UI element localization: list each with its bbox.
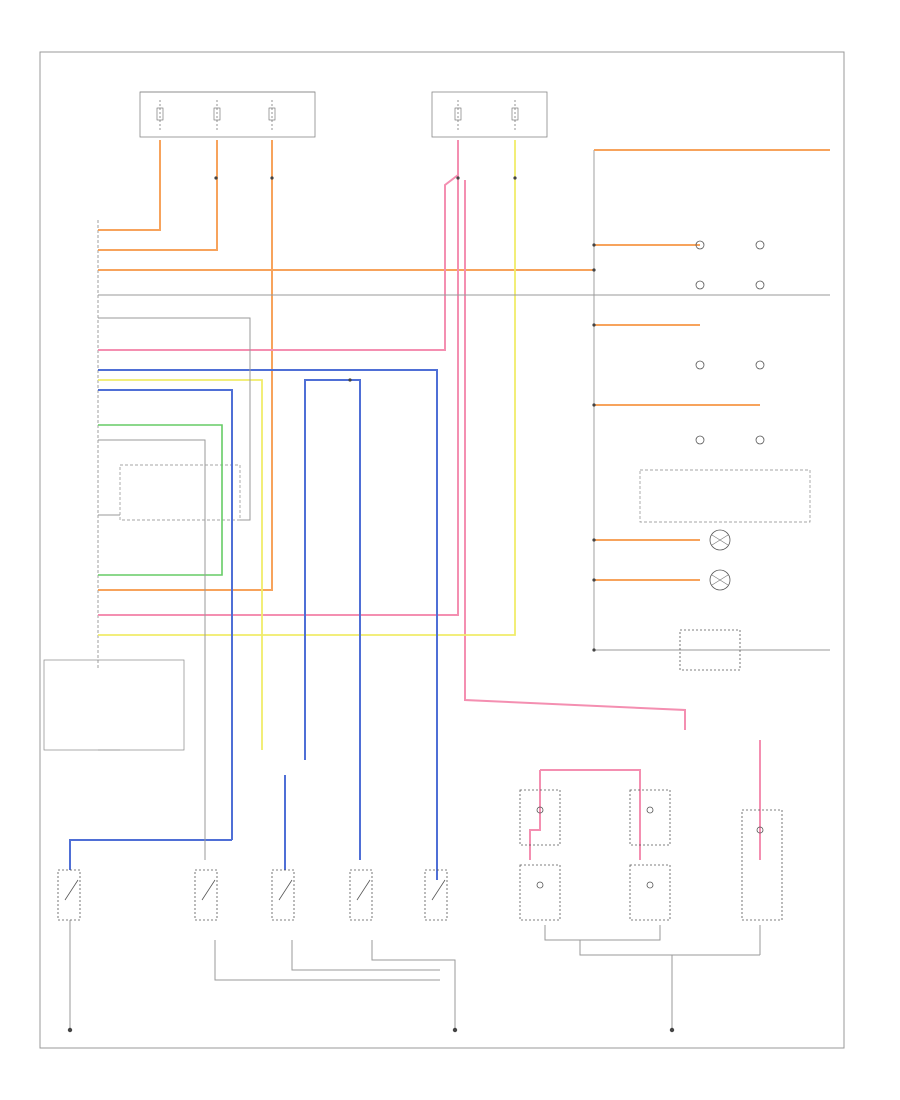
lamp-glyphs [711,534,729,586]
panel-lamps [679,240,765,671]
wire-gray [69,294,830,1030]
courtesy-lamps-bottom [519,789,783,921]
fuse-block-left [139,91,316,138]
wire-yellow [98,140,516,750]
switch-5 [424,869,448,921]
switch-1 [57,869,81,921]
wire-blue [69,369,438,880]
switch-3 [271,869,295,921]
fuse-block-right [431,91,548,138]
courtesy-lamp-panel [593,150,811,650]
fuse-5 [511,100,519,130]
diagram-border [39,51,845,1049]
fuse-3 [268,100,276,130]
switch-2 [194,869,218,921]
wire-green [98,424,223,576]
junction-dots [67,176,675,1033]
wire-pink [98,140,761,860]
fuse-4 [454,100,462,130]
fuse-2 [213,100,221,130]
switch-4 [349,869,373,921]
fuse-1 [156,100,164,130]
wire-orange [98,140,830,591]
body-control-module [43,220,241,751]
door-switches [57,869,448,921]
